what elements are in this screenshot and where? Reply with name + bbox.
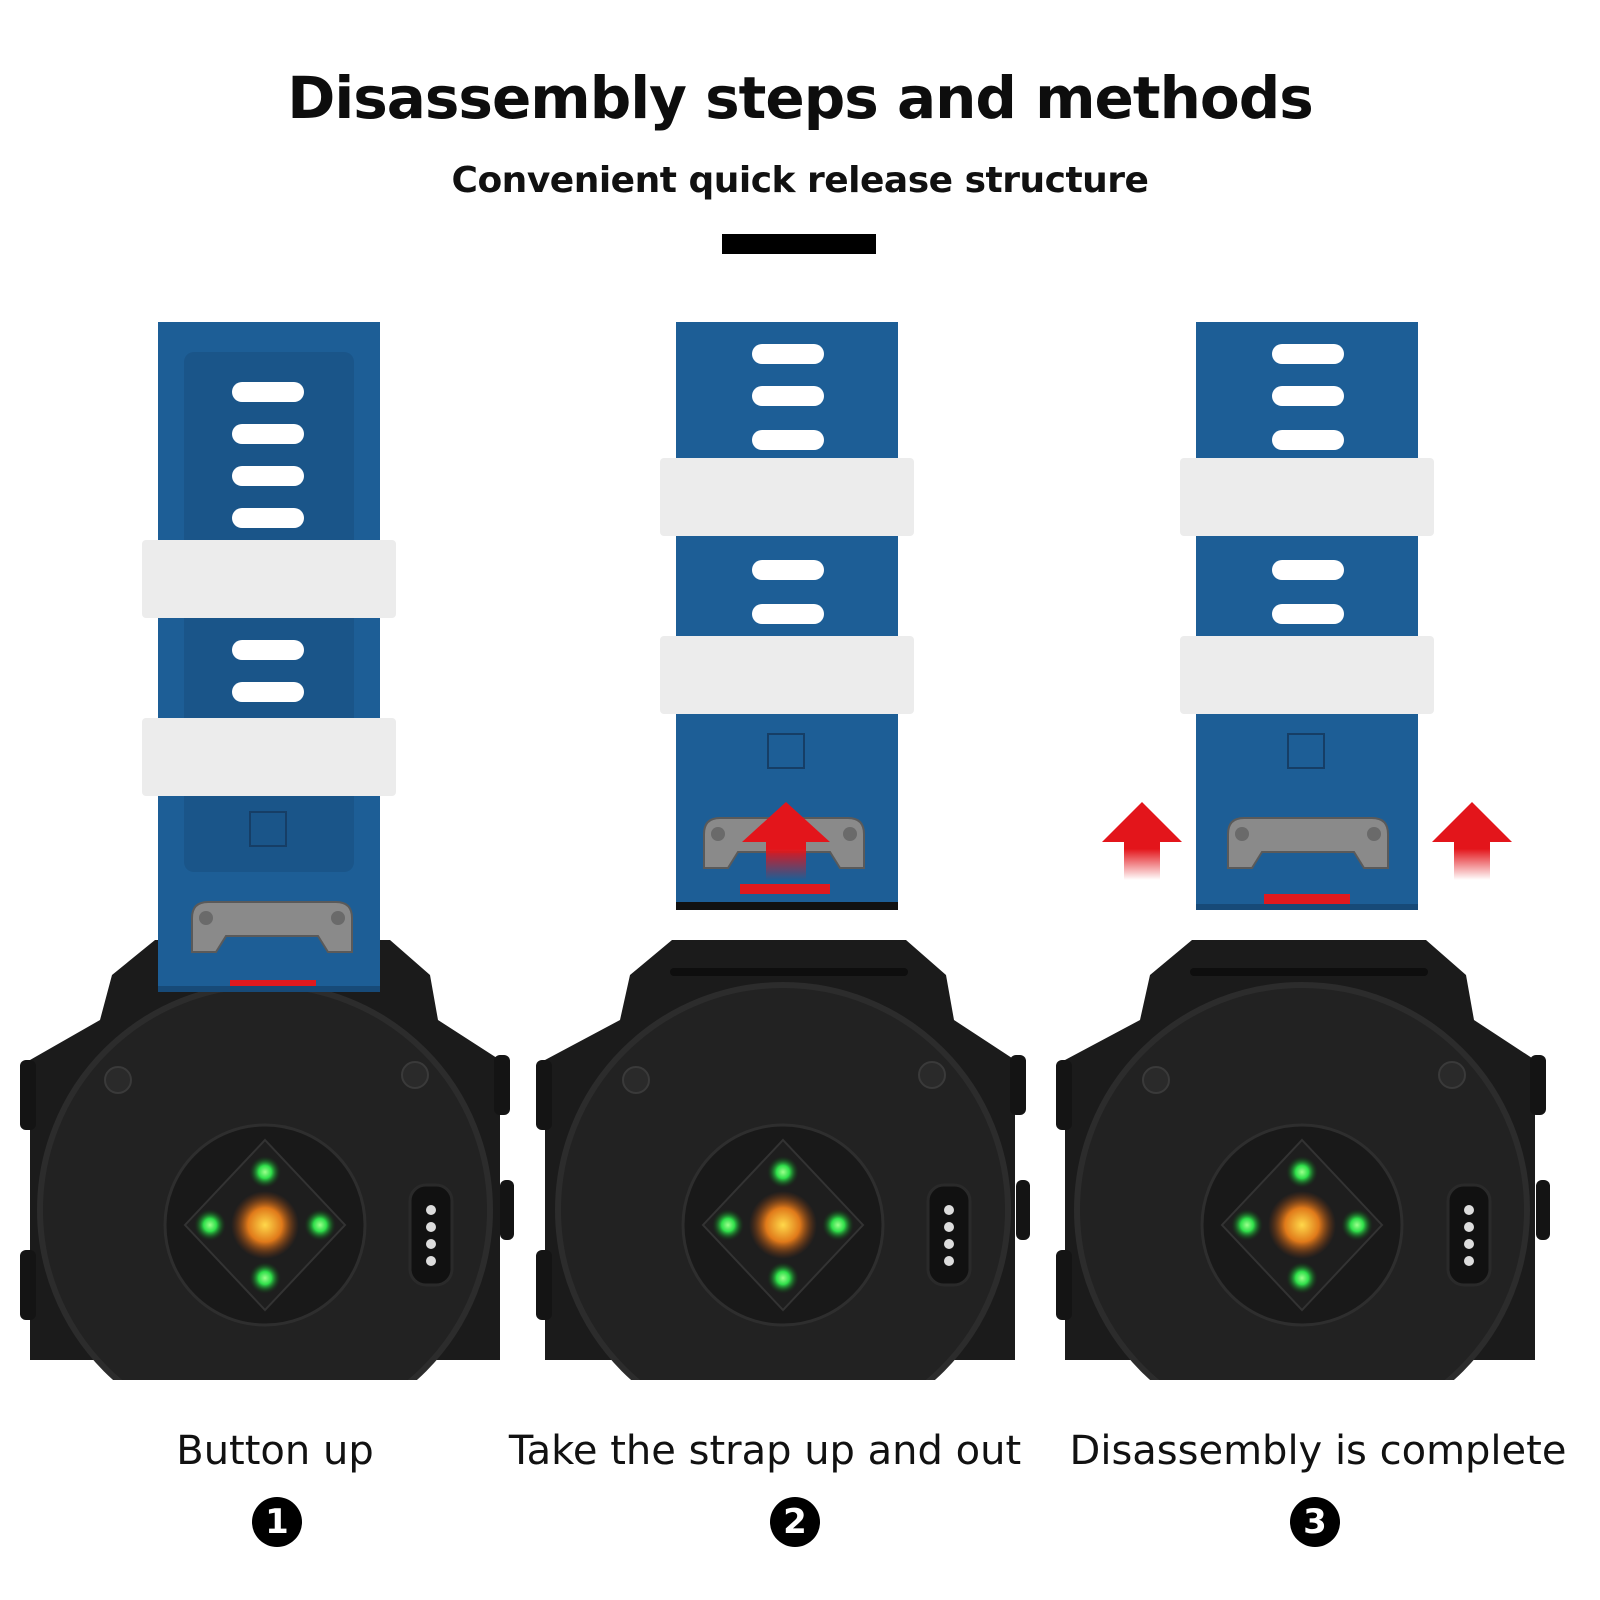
- step-1-number-badge: 1: [252, 1497, 302, 1547]
- step-2-number-badge: 2: [770, 1497, 820, 1547]
- up-arrow-icon: [742, 802, 830, 880]
- page-title: Disassembly steps and methods: [287, 64, 1314, 132]
- watch-body-3: [1056, 940, 1550, 1380]
- strap-1: [142, 322, 396, 992]
- step-1-illustration: [20, 322, 514, 1380]
- up-arrow-icon: [1432, 802, 1512, 880]
- page-subtitle: Convenient quick release structure: [451, 160, 1149, 201]
- step-2-label: Take the strap up and out: [508, 1428, 1022, 1474]
- step-2-illustration: [536, 322, 1030, 1380]
- watch-body-2: [536, 940, 1030, 1380]
- step-1-label: Button up: [176, 1428, 374, 1474]
- step-3-number-badge: 3: [1290, 1497, 1340, 1547]
- up-arrow-icon: [1102, 802, 1182, 880]
- disassembly-illustration: [20, 322, 1550, 1380]
- step-3-label: Disassembly is complete: [1069, 1428, 1567, 1474]
- step-3-illustration: [1056, 322, 1550, 1380]
- title-divider: [722, 234, 876, 254]
- watch-body-1: [20, 940, 514, 1380]
- strap-3: [1180, 322, 1434, 910]
